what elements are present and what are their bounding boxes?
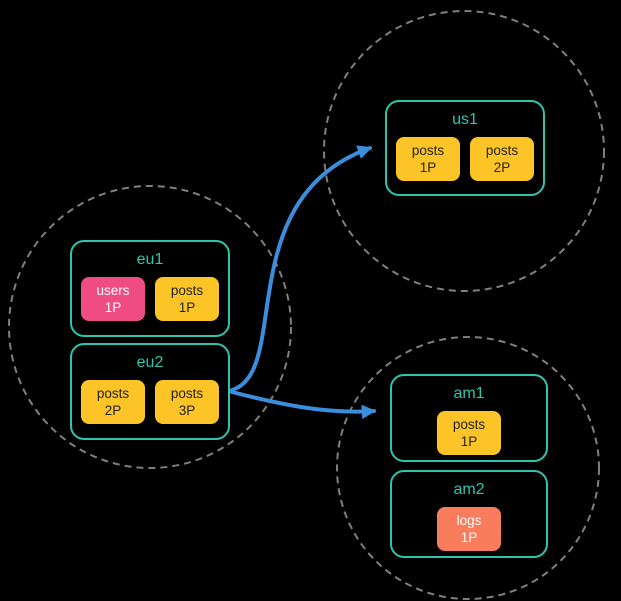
node-eu1-shards: users 1P posts 1P: [81, 277, 219, 321]
shard-name: posts: [411, 143, 445, 158]
shard-part: 1P: [178, 300, 196, 315]
arrow-eu2-to-am1: [230, 390, 377, 420]
shard-eu2-posts-3p: posts 3P: [155, 380, 219, 424]
region-circle-eu: [8, 185, 292, 469]
shard-eu1-posts-1p: posts 1P: [155, 277, 219, 321]
shard-name: users: [96, 283, 130, 298]
arrow-eu2-to-us1: [230, 145, 373, 392]
node-us1-shards: posts 1P posts 2P: [396, 137, 534, 181]
node-eu1-title: eu1: [136, 251, 164, 268]
node-eu2-shards: posts 2P posts 3P: [81, 380, 219, 424]
shard-part: 3P: [178, 403, 196, 418]
node-eu2: eu2 posts 2P posts 3P: [70, 343, 230, 440]
shard-eu1-users-1p: users 1P: [81, 277, 145, 321]
shard-part: 1P: [460, 530, 478, 545]
shard-part: 2P: [493, 160, 511, 175]
node-am1-title: am1: [453, 385, 485, 402]
shard-name: posts: [170, 386, 204, 401]
shard-part: 1P: [104, 300, 122, 315]
node-am2-title: am2: [453, 481, 485, 498]
shard-name: posts: [96, 386, 130, 401]
node-eu2-title: eu2: [136, 354, 164, 371]
node-am2-shards: logs 1P: [437, 507, 501, 551]
node-us1-title: us1: [452, 111, 478, 128]
shard-part: 1P: [419, 160, 437, 175]
shard-us1-posts-2p: posts 2P: [470, 137, 534, 181]
node-us1: us1 posts 1P posts 2P: [385, 100, 545, 196]
node-am1: am1 posts 1P: [390, 374, 548, 462]
node-eu1: eu1 users 1P posts 1P: [70, 240, 230, 337]
shard-name: logs: [456, 513, 482, 528]
shard-name: posts: [485, 143, 519, 158]
shard-name: posts: [170, 283, 204, 298]
shard-eu2-posts-2p: posts 2P: [81, 380, 145, 424]
shard-part: 2P: [104, 403, 122, 418]
shard-name: posts: [452, 417, 486, 432]
shard-am1-posts-1p: posts 1P: [437, 411, 501, 455]
shard-am2-logs-1p: logs 1P: [437, 507, 501, 551]
shard-part: 1P: [460, 434, 478, 449]
region-circle-am: [336, 336, 600, 600]
shard-us1-posts-1p: posts 1P: [396, 137, 460, 181]
node-am1-shards: posts 1P: [437, 411, 501, 455]
region-circle-us: [323, 10, 605, 292]
node-am2: am2 logs 1P: [390, 470, 548, 558]
